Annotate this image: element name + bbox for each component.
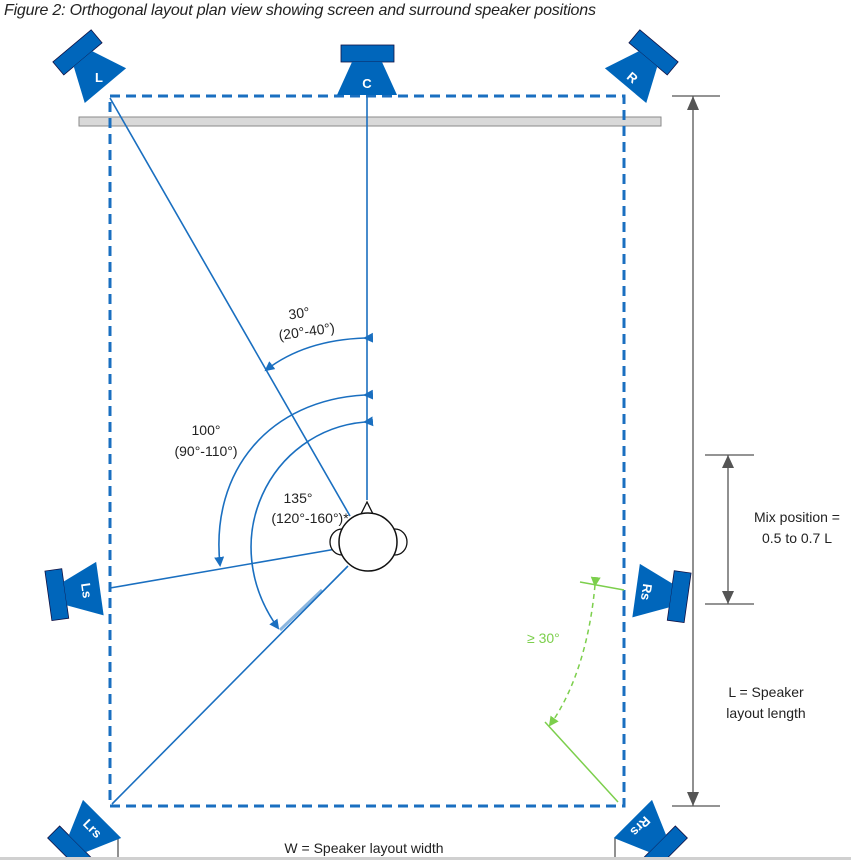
rear-angle-label: 135° [284,490,313,506]
side-angle-range: (90°-110°) [174,443,237,459]
mix-arrow-bottom [722,591,734,604]
length-arrow-bottom [687,792,699,806]
listener-head [329,500,408,572]
speaker-left-rear-surround: Lrs [47,799,122,860]
rear-angle-range: (120°-160°)* [271,510,349,526]
front-angle-label: 30° [287,304,310,323]
mix-position-value: 0.5 to 0.7 L [762,530,832,546]
mix-position-label: Mix position = [754,509,840,525]
rear-spacing-arc [548,576,601,727]
speaker-label-rs: Rs [638,583,655,602]
figure-caption: Figure 2: Orthogonal layout plan view sh… [4,2,596,19]
speaker-right: R [604,29,679,104]
rrs-spacing-line [544,721,619,803]
rear-spacing-label: ≥ 30° [527,630,560,646]
length-arrow-top [687,96,699,110]
speaker-label-c: C [362,76,372,91]
speaker-label-ls: Ls [78,582,95,599]
speaker-label-l: L [95,70,103,85]
speaker-left-surround: Ls [44,561,104,622]
bottom-border [0,857,851,860]
speaker-right-surround: Rs [632,563,692,624]
screen [78,116,662,127]
rear-angle-arc [250,416,374,630]
mix-position-dimension [705,454,754,605]
rear-angle-tick [278,588,324,632]
left-surround-line [109,547,343,589]
length-label-2: layout length [726,705,805,721]
rs-spacing-line [579,581,625,591]
width-label: W = Speaker layout width [284,840,443,856]
speaker-right-rear-surround: Rrs [613,799,688,860]
length-label: L = Speaker [728,684,804,700]
speaker-left: L [52,29,127,104]
front-angle-arc [264,332,374,372]
speaker-center: C [337,44,397,95]
front-angle-range: (20°-40°) [278,319,336,343]
side-angle-arc [214,389,374,567]
side-angle-label: 100° [192,422,221,438]
left-rear-surround-line [111,565,349,805]
length-dimension [672,95,720,807]
mix-arrow-top [722,455,734,468]
